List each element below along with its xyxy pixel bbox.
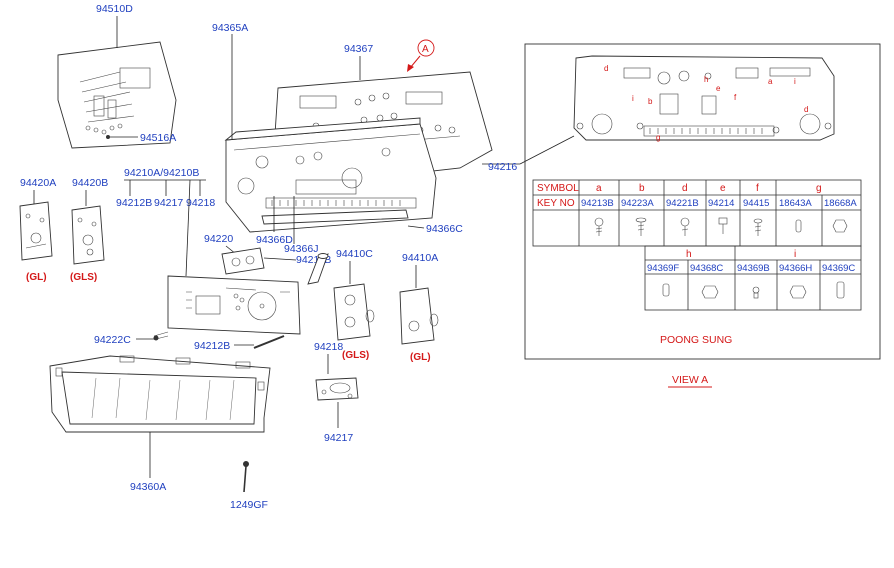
callout-a-label: A xyxy=(422,44,429,55)
key-94368C: 94368C xyxy=(690,263,723,274)
part-94220-bracket xyxy=(221,247,265,275)
view-letter-d-2: d xyxy=(804,105,808,114)
label-view-a: VIEW A xyxy=(672,374,708,386)
label-94210A-B: 94210A/94210B xyxy=(124,167,199,179)
label-94222C: 94222C xyxy=(94,334,131,346)
part-94420B-board xyxy=(71,205,105,265)
label-94420B: 94420B xyxy=(72,177,108,189)
view-a-board: d i b h e f a i d g xyxy=(573,55,835,142)
socket-icon xyxy=(832,219,848,233)
key-18668A: 18668A xyxy=(824,198,857,209)
screw-icon xyxy=(680,217,690,236)
part-94360A-lens xyxy=(49,355,271,433)
part-94211B-cylinder xyxy=(307,253,329,285)
symbol-a: a xyxy=(596,183,602,194)
symbol-e: e xyxy=(720,183,726,194)
key-18643A: 18643A xyxy=(779,198,812,209)
label-94217-top: 94217 xyxy=(154,197,183,209)
label-94220: 94220 xyxy=(204,233,233,245)
part-94217-bracket xyxy=(315,377,359,401)
label-94218-top: 94218 xyxy=(186,197,215,209)
label-94410A: 94410A xyxy=(402,252,438,264)
label-94366D: 94366D xyxy=(256,234,293,246)
key-94214: 94214 xyxy=(708,198,734,209)
part-94366C-strip xyxy=(261,209,409,225)
socket-icon xyxy=(701,285,719,299)
key-94415: 94415 xyxy=(743,198,769,209)
key-94369F: 94369F xyxy=(647,263,679,274)
screw-icon xyxy=(635,217,647,236)
bulb-icon xyxy=(752,286,760,299)
part-94410C-gauge xyxy=(333,283,375,341)
key-94213B: 94213B xyxy=(581,198,614,209)
label-94516A: 94516A xyxy=(140,132,176,144)
symbol-d: d xyxy=(682,183,688,194)
symbol-i: i xyxy=(794,249,796,260)
label-94366C: 94366C xyxy=(426,223,463,235)
part-94410A-gauge xyxy=(399,287,439,345)
label-94218: 94218 xyxy=(314,341,343,353)
key-94366H: 94366H xyxy=(779,263,812,274)
view-letter-g: g xyxy=(656,133,660,142)
key-94221B: 94221B xyxy=(666,198,699,209)
screw-icon xyxy=(594,217,604,236)
table-header-symbol: SYMBOL xyxy=(537,183,579,194)
label-94510D: 94510D xyxy=(96,3,133,15)
view-letter-h: h xyxy=(704,75,708,84)
view-letter-a: a xyxy=(768,77,773,86)
label-94212B: 94212B xyxy=(194,340,230,352)
view-letter-b: b xyxy=(648,97,653,106)
bulb-icon xyxy=(836,281,845,299)
label-94367: 94367 xyxy=(344,43,373,55)
part-94420A-board xyxy=(19,201,53,261)
label-94420A: 94420A xyxy=(20,177,56,189)
view-letter-f: f xyxy=(734,93,737,102)
part-cluster-faceplate xyxy=(167,275,301,335)
callout-a-circle xyxy=(417,39,435,57)
label-1249GF: 1249GF xyxy=(230,499,268,511)
label-94366J: 94366J xyxy=(284,243,318,255)
view-letter-e: e xyxy=(716,84,721,93)
view-letter-d: d xyxy=(604,64,608,73)
label-poong-sung: POONG SUNG xyxy=(660,334,732,346)
bulb-icon xyxy=(795,219,802,233)
label-94365A: 94365A xyxy=(212,22,248,34)
table-header-keyno: KEY NO xyxy=(537,198,575,209)
label-94217: 94217 xyxy=(324,432,353,444)
symbol-b: b xyxy=(639,183,645,194)
label-gls-1: (GLS) xyxy=(70,272,97,283)
symbol-h: h xyxy=(686,249,692,260)
symbol-f: f xyxy=(756,183,759,194)
symbol-g: g xyxy=(816,183,822,194)
label-gls-2: (GLS) xyxy=(342,350,369,361)
bulb-icon xyxy=(662,283,670,297)
part-94365A-case xyxy=(224,117,437,233)
key-table: SYMBOL KEY NO a b d e f g 94213B 94223A … xyxy=(532,179,862,311)
view-letter-i: i xyxy=(632,94,634,103)
label-94410C: 94410C xyxy=(336,248,373,260)
label-gl-1: (GL) xyxy=(26,272,47,283)
view-letter-i-2: i xyxy=(794,77,796,86)
label-gl-2: (GL) xyxy=(410,352,431,363)
key-94223A: 94223A xyxy=(621,198,654,209)
label-94360A: 94360A xyxy=(130,481,166,493)
socket-icon xyxy=(789,285,807,299)
label-94216: 94216 xyxy=(488,161,517,173)
key-94369B: 94369B xyxy=(737,263,770,274)
screw-icon xyxy=(718,217,728,234)
label-94212B-top: 94212B xyxy=(116,197,152,209)
screw-icon xyxy=(753,218,763,236)
part-94510D xyxy=(57,41,177,149)
key-94369C: 94369C xyxy=(822,263,855,274)
